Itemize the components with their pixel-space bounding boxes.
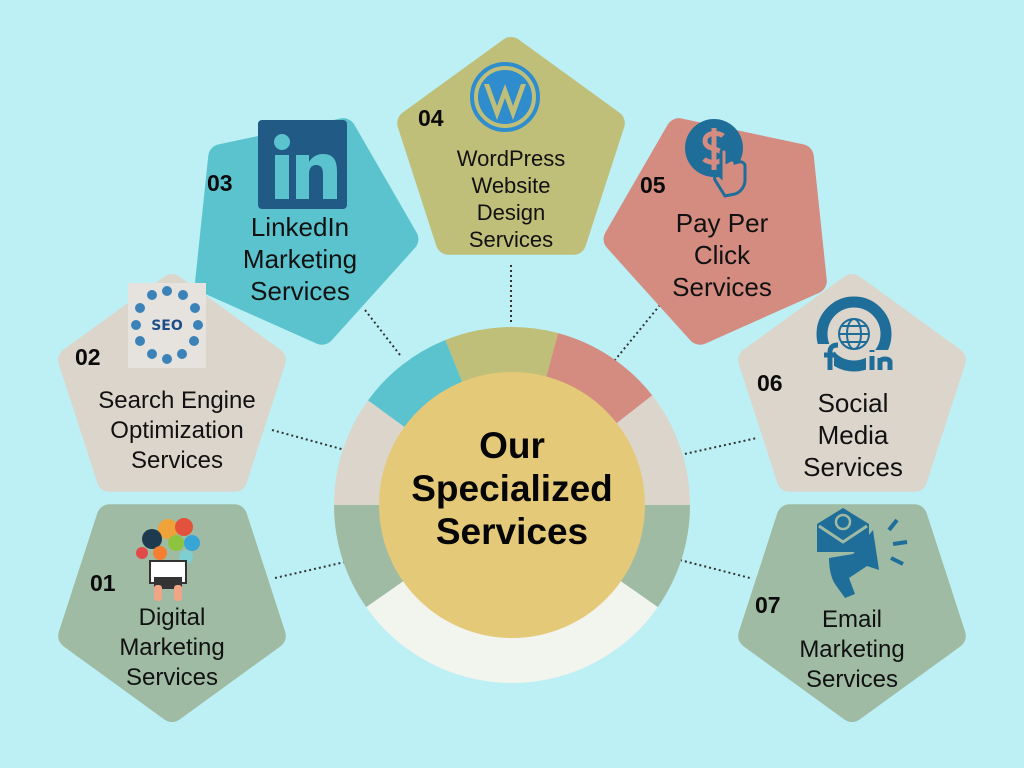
ring-segment <box>367 339 468 435</box>
ring-segment <box>543 333 653 432</box>
service-number-04: 04 <box>418 105 444 131</box>
pentagon-04 <box>397 37 625 255</box>
pentagon-01 <box>58 504 286 722</box>
service-label-social-media: Social Media Services <box>723 387 983 483</box>
service-number-06: 06 <box>757 370 783 396</box>
connector-lines <box>271 265 758 579</box>
label-line: Digital <box>138 604 206 631</box>
connector-line <box>679 559 751 579</box>
connector-line <box>274 561 346 579</box>
label-line: Services <box>672 272 772 302</box>
label-line: Marketing <box>799 636 905 663</box>
label-line: LinkedIn <box>250 212 350 242</box>
center-circle <box>379 372 645 638</box>
label-line: Services <box>125 664 219 691</box>
service-pentagons <box>58 37 966 722</box>
label-line: Services <box>803 452 903 482</box>
label-line: Social <box>817 388 889 418</box>
email-marketing-icon <box>817 508 908 598</box>
label-line: Services <box>468 227 554 252</box>
label-line: Click <box>693 240 751 270</box>
label-line: Services <box>250 276 350 306</box>
seo-icon: SEO <box>128 283 206 368</box>
label-line: Services <box>805 666 899 693</box>
connector-line <box>679 437 758 456</box>
service-label-digital-marketing: Digital Marketing Services <box>42 603 302 693</box>
title-line: Our <box>479 425 545 466</box>
pentagon-02 <box>58 274 286 492</box>
label-line: Marketing <box>119 634 225 661</box>
service-label-pay-per-click: Pay Per Click Services <box>592 207 852 303</box>
wordpress-icon <box>470 62 540 132</box>
service-number-01: 01 <box>90 570 116 596</box>
connector-line <box>364 309 401 356</box>
center-title: Our Specialized Services <box>362 424 662 553</box>
label-line: Media <box>817 420 889 450</box>
service-number-02: 02 <box>75 344 101 370</box>
label-line: Marketing <box>242 244 358 274</box>
label-line: WordPress <box>456 146 566 171</box>
service-number-05: 05 <box>640 172 666 198</box>
service-label-linkedin: LinkedIn Marketing Services <box>170 211 430 307</box>
label-line: Email <box>821 606 882 633</box>
title-line: Specialized <box>411 468 613 509</box>
label-line: Services <box>130 447 224 474</box>
digital-marketing-icon <box>136 518 200 601</box>
pay-per-click-icon <box>685 119 747 198</box>
service-label-email-marketing: Email Marketing Services <box>722 605 982 695</box>
label-line: Website <box>471 173 551 198</box>
label-line: Search Engine <box>98 387 256 414</box>
ring-segment <box>606 395 690 505</box>
social-media-icon <box>816 296 894 372</box>
linkedin-icon <box>258 120 347 209</box>
seo-icon-text: SEO <box>151 318 183 334</box>
service-number-03: 03 <box>207 170 233 196</box>
service-label-seo: Search Engine Optimization Services <box>47 386 307 476</box>
title-line: Services <box>435 511 589 552</box>
service-label-wordpress: WordPress Website Design Services <box>381 145 641 253</box>
pentagon-06 <box>738 274 966 492</box>
service-number-07: 07 <box>755 592 781 618</box>
label-line: Optimization <box>110 417 244 444</box>
label-line: Pay Per <box>675 208 769 238</box>
connector-line <box>614 304 661 361</box>
label-line: Design <box>476 200 546 225</box>
